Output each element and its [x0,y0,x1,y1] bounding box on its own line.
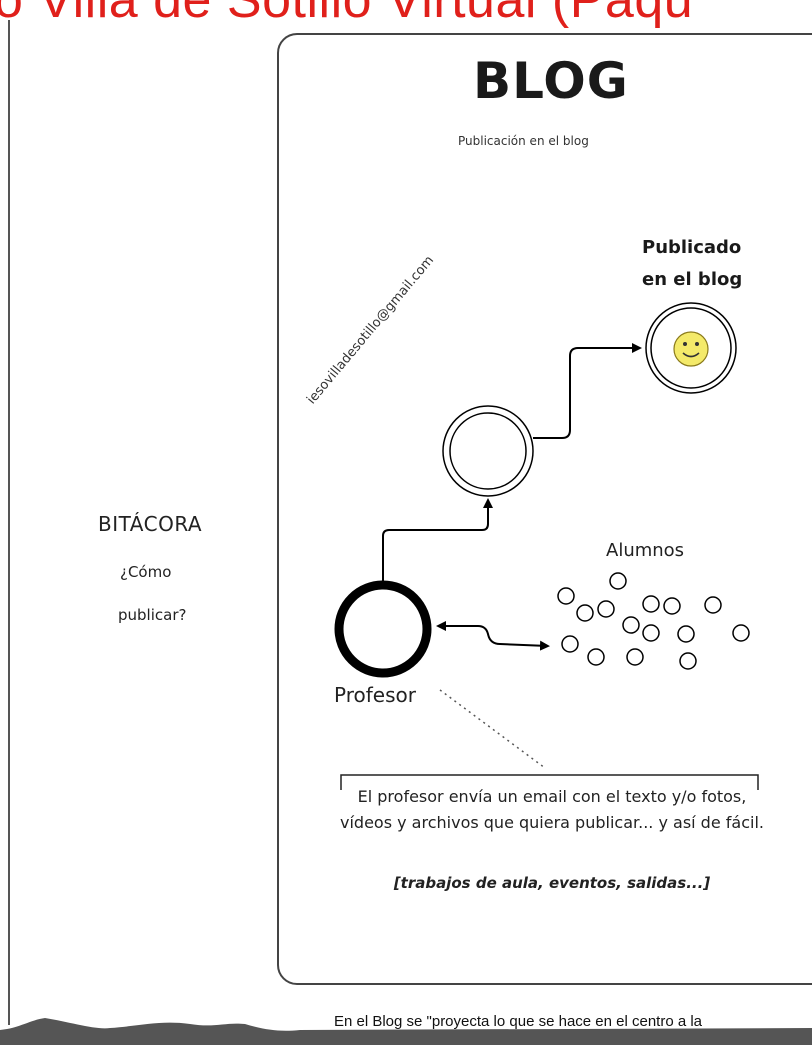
side-question-line2: publicar? [118,606,187,624]
diagram-panel [277,33,812,985]
explanation-bracket [340,774,759,790]
arrow-teacher-students [436,621,550,651]
students-label: Alumnos [606,540,685,561]
email-node [442,405,534,497]
page-header-title: o Villa de Sotillo Virtual (Paqu [0,0,694,29]
teacher-callout-connector [439,689,546,769]
arrow-teacher-to-email [382,498,493,585]
arrow-email-to-blog [533,343,642,439]
published-label-line1: Publicado [642,237,742,258]
footer-caption: En el Blog se "proyecta lo que se hace e… [333,1013,703,1030]
diagram-subtitle: Publicación en el blog [458,134,589,148]
teacher-node [334,580,432,678]
published-label-line2: en el blog [642,269,743,290]
published-node [645,302,737,394]
smiley-face-icon [673,331,709,367]
torn-bottom-edge [0,1018,812,1045]
published-label: Publicado en el blog [642,232,772,296]
diagram-title: BLOG [473,52,629,110]
page-edge [8,20,10,1025]
side-title: BITÁCORA [98,512,203,536]
teacher-label: Profesor [334,683,416,707]
students-group [557,572,750,670]
examples-text: [trabajos de aula, eventos, salidas...] [393,874,711,892]
side-question-line1: ¿Cómo [120,563,172,581]
explanation-text: El profesor envía un email con el texto … [340,787,764,832]
